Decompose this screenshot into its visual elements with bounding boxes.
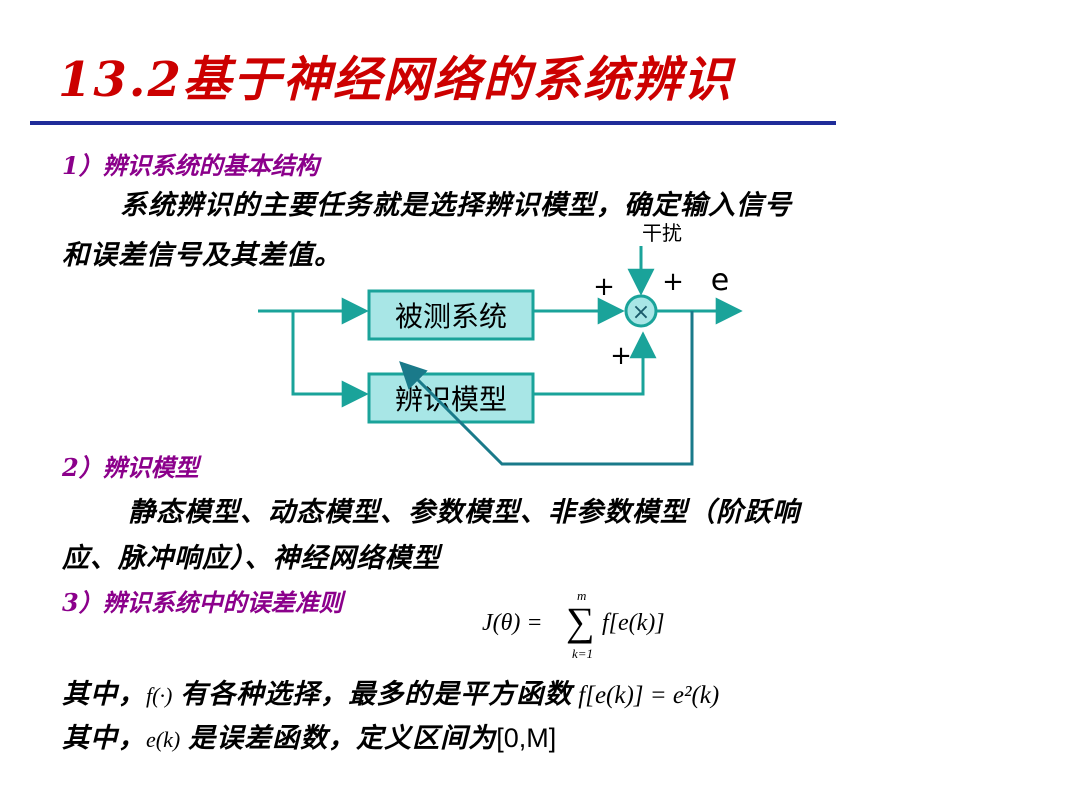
note2-prefix: 其中， [62, 723, 146, 754]
note2-text: 是误差函数，定义区间为 [188, 723, 497, 754]
note2-interval: [0,M] [496, 723, 557, 753]
input-to-model-arrow [291, 311, 369, 408]
plus-sign-plant: + [593, 272, 615, 302]
formula-lhs: J(θ) = [482, 610, 543, 636]
section-1-text-line2: 和误差信号及其差值。 [62, 240, 342, 271]
section-1-heading: 1）辨识系统的基本结构 [62, 151, 319, 180]
plus-sign-model: + [610, 341, 632, 371]
note1-prefix: 其中， [62, 679, 146, 710]
formula-rhs: f[e(k)] [602, 610, 665, 636]
title-underline [30, 121, 836, 125]
note1-math: f(·) [146, 683, 173, 708]
plant-block [367, 289, 535, 341]
note2-math: e(k) [146, 727, 181, 752]
disturbance-label: 干扰 [642, 221, 682, 245]
note1-text: 有各种选择，最多的是平方函数 [180, 679, 573, 710]
note-line-2: 其中，e(k) 是误差函数，定义区间为[0,M] [62, 716, 556, 756]
note1-formula: f[e(k)] = e²(k) [578, 682, 720, 709]
sum-lower-limit: k=1 [572, 646, 594, 661]
sum-symbol: ∑ [566, 599, 595, 644]
section-2-text-line1: 静态模型、动态模型、参数模型、非参数模型（阶跃响 [128, 497, 800, 528]
error-criterion-formula: J(θ) = m ∑ k=1 f[e(k)] [482, 588, 722, 662]
error-signal-label: e [711, 263, 729, 298]
page-title: 13.2基于神经网络的系统辨识 [58, 52, 733, 108]
sum-upper-limit: m [577, 588, 587, 603]
plus-sign-disturbance: + [662, 267, 684, 297]
feedback-arrow [399, 311, 694, 466]
section-1-text-line1: 系统辨识的主要任务就是选择辨识模型，确定输入信号 [120, 190, 792, 221]
section-3-heading: 3）辨识系统中的误差准则 [62, 588, 343, 617]
section-2-text-line2: 应、脉冲响应）、神经网络模型 [62, 543, 441, 574]
section-2-heading: 2）辨识模型 [62, 453, 199, 482]
model-to-junction-arrow [533, 331, 657, 396]
plant-block-label: 被测系统 [395, 300, 507, 333]
multiply-symbol: × [632, 300, 650, 325]
